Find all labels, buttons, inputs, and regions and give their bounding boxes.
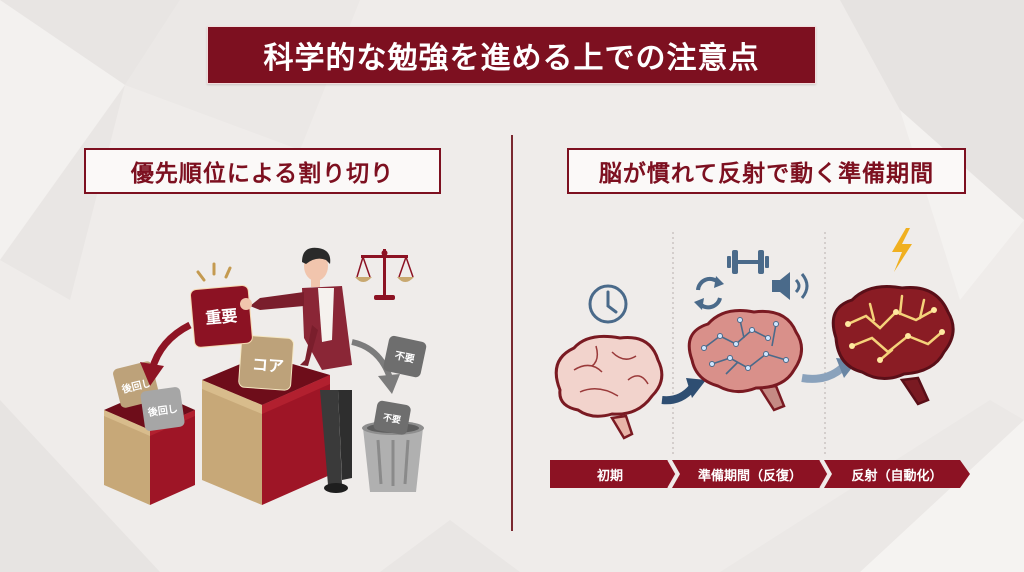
section-divider	[511, 135, 513, 531]
lightning-icon	[892, 228, 912, 272]
prioritization-illustration: 後回し 後回し コア 重要	[104, 247, 427, 505]
stage-label-reflex: 反射（自動化）	[851, 468, 943, 484]
person-figure	[240, 247, 352, 493]
section-title-brain-adaptation: 脳が慣れて反射で動く準備期間	[598, 161, 935, 187]
core-card: コア	[238, 334, 294, 391]
speaker-icon	[772, 272, 809, 300]
scale-icon	[355, 249, 414, 300]
unneeded-card-2: 不要	[373, 400, 411, 435]
section-header-brain-adaptation: 脳が慣れて反射で動く準備期間	[567, 148, 966, 194]
stage-label-preparation: 準備期間（反復）	[697, 468, 802, 484]
brain-stages-illustration	[554, 228, 955, 455]
svg-text:不要: 不要	[394, 350, 416, 366]
important-card: 重要	[190, 284, 253, 348]
page-title-banner: 科学的な勉強を進める上での注意点	[207, 26, 816, 84]
sparkle-lines	[196, 262, 232, 282]
clock-icon	[588, 284, 628, 324]
arrow-stage-1-to-2	[661, 385, 696, 405]
svg-text:コア: コア	[251, 355, 284, 376]
stage-label-initial: 初期	[596, 468, 623, 484]
unneeded-card-1: 不要	[383, 335, 427, 378]
svg-text:重要: 重要	[205, 306, 239, 328]
stage-timeline: 初期 準備期間（反復） 反射（自動化）	[550, 460, 972, 488]
section-header-prioritization: 優先順位による割り切り	[84, 148, 441, 194]
arrow-to-trash	[351, 339, 393, 380]
dumbbell-icon	[727, 250, 769, 274]
section-title-prioritization: 優先順位による割り切り	[130, 161, 395, 187]
arrow-to-postpone	[148, 321, 192, 372]
svg-text:後回し: 後回し	[147, 402, 179, 419]
svg-text:不要: 不要	[382, 412, 402, 426]
brain-glowing	[831, 285, 955, 406]
brain-initial	[554, 334, 664, 440]
arrow-stage-2-to-3	[801, 364, 845, 383]
postpone-card-2: 後回し	[140, 387, 185, 431]
page-title: 科学的な勉強を進める上での注意点	[263, 41, 760, 76]
brain-networked	[687, 309, 803, 412]
